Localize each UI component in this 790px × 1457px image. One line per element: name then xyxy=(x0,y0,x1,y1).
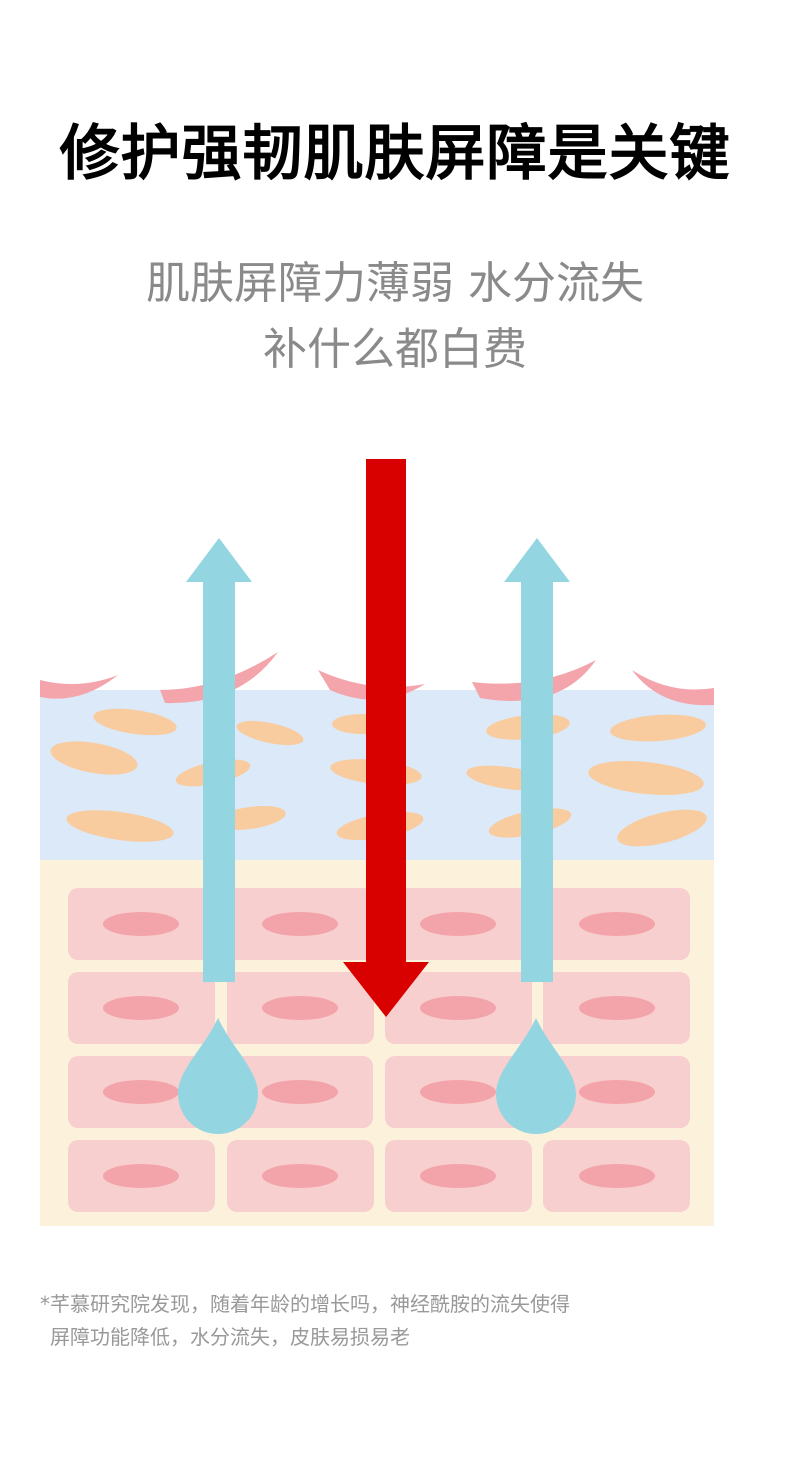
water-loss-arrow-icon xyxy=(186,538,252,982)
subtitle-line-1: 肌肤屏障力薄弱 水分流失 xyxy=(146,258,644,309)
skin-layer-diagram xyxy=(40,459,714,1226)
cell-nuclei xyxy=(103,912,655,1188)
footnote-line-1: *芊慕研究院发现，随着年龄的增长吗，神经酰胺的流失使得 xyxy=(40,1292,570,1316)
water-loss-arrow-icon xyxy=(504,538,570,982)
water-drop-icon xyxy=(178,1018,258,1134)
page-title: 修护强韧肌肤屏障是关键 xyxy=(59,119,731,189)
research-footnote: *芊慕研究院发现，随着年龄的增长吗，神经酰胺的流失使得 屏障功能降低，水分流失，… xyxy=(40,1288,760,1354)
subtitle-line-2: 补什么都白费 xyxy=(263,324,527,375)
footnote-line-2: 屏障功能降低，水分流失，皮肤易损易老 xyxy=(50,1325,410,1349)
water-drop-icon xyxy=(496,1018,576,1134)
aggressor-arrow-icon xyxy=(343,459,429,1017)
